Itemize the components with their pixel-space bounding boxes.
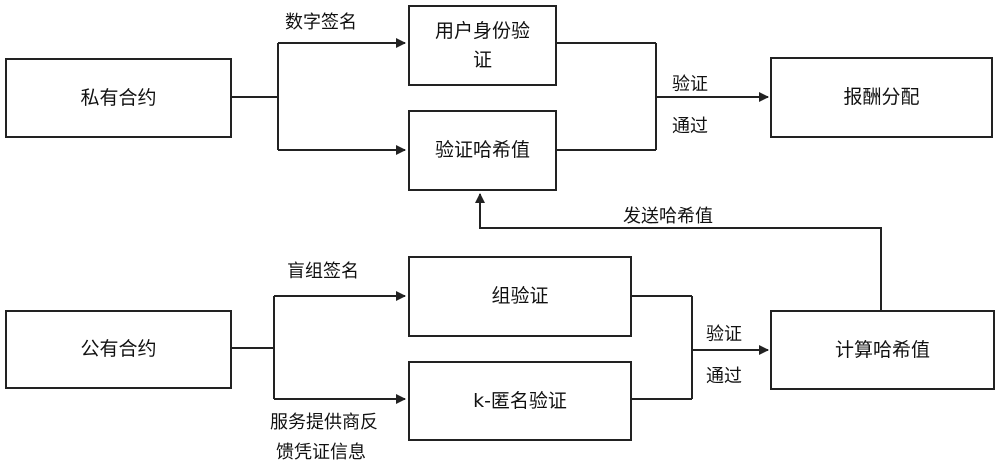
label-verify-pass-bottom: 验证 通过 [706, 314, 742, 398]
node-public-contract: 公有合约 [5, 310, 232, 389]
node-reward-distribution: 报酬分配 [770, 57, 993, 138]
node-user-identity-verify-line1: 用户身份验 [434, 20, 530, 42]
label-provider-feedback: 服务提供商反 馈凭证信息 [270, 408, 378, 468]
label-send-hash: 发送哈希值 [623, 206, 713, 227]
node-group-verify-label: 组验证 [491, 285, 549, 308]
label-verify-pass-top-line2: 通过 [672, 116, 708, 137]
node-k-anonymous-verify: k-匿名验证 [408, 361, 632, 441]
node-user-identity-verify-line2: 证 [472, 48, 492, 71]
node-k-anonymous-verify-label: k-匿名验证 [473, 389, 567, 412]
node-private-contract: 私有合约 [5, 58, 232, 138]
label-verify-pass-bottom-line1: 验证 [706, 324, 742, 345]
label-digital-signature: 数字签名 [285, 12, 357, 33]
label-verify-pass-top: 验证 通过 [672, 64, 708, 148]
label-verify-pass-bottom-line2: 通过 [706, 366, 742, 387]
node-private-contract-label: 私有合约 [80, 86, 157, 109]
node-public-contract-label: 公有合约 [80, 338, 157, 361]
label-provider-feedback-line1: 服务提供商反 [270, 412, 378, 433]
node-reward-distribution-label: 报酬分配 [843, 86, 920, 109]
arrow-send-hash [475, 193, 882, 310]
node-verify-hash-label: 验证哈希值 [434, 139, 530, 162]
node-user-identity-verify: 用户身份验 证 [408, 5, 557, 86]
node-group-verify: 组验证 [408, 256, 632, 337]
label-provider-feedback-line2: 馈凭证信息 [276, 442, 366, 463]
node-compute-hash: 计算哈希值 [770, 310, 995, 390]
node-compute-hash-label: 计算哈希值 [834, 338, 930, 361]
node-verify-hash: 验证哈希值 [408, 110, 557, 191]
label-verify-pass-top-line1: 验证 [672, 74, 708, 95]
label-blind-group-signature: 盲组签名 [287, 261, 359, 282]
